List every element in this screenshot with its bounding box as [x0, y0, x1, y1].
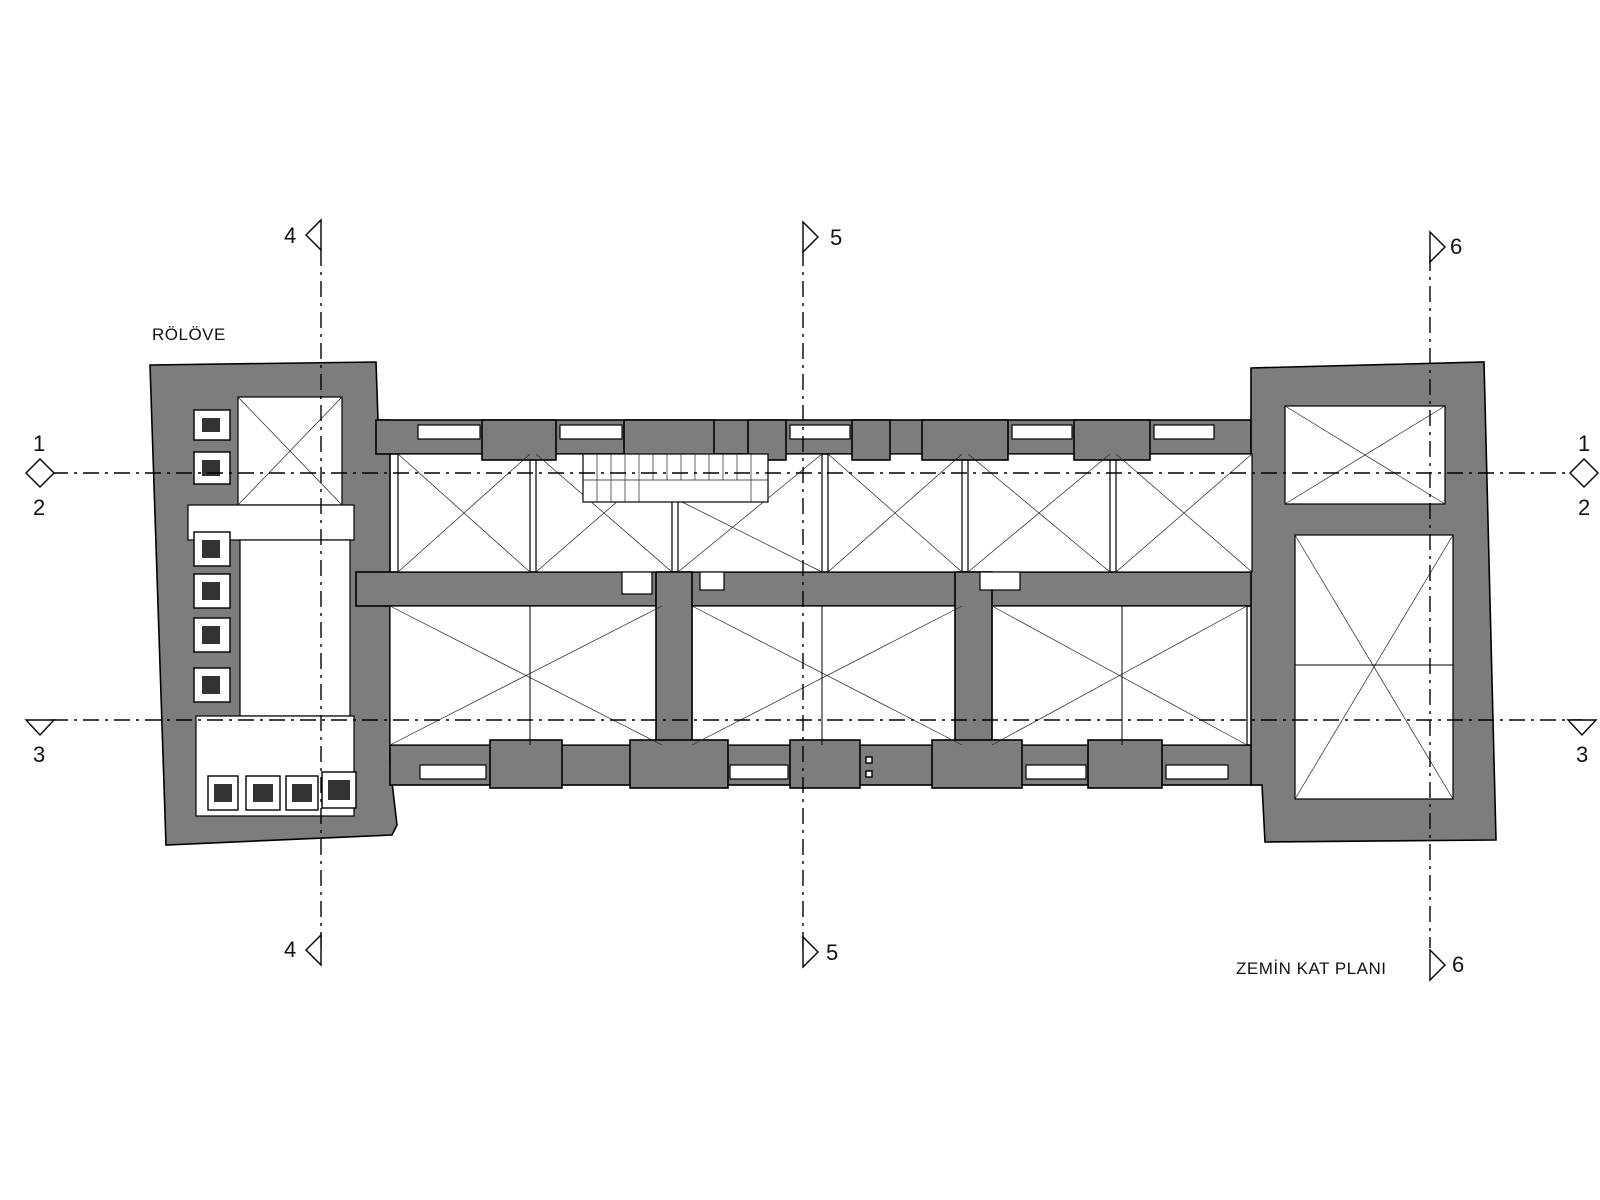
section-marker-1-2-right-diamond — [1569, 458, 1599, 488]
wc-stall — [193, 409, 231, 441]
north-window-1 — [417, 424, 481, 440]
section-marker-5-top-triangle — [802, 220, 819, 254]
pier-spine-gap-a — [621, 571, 653, 595]
section-marker-3-left-triangle — [24, 719, 56, 737]
socket-group — [865, 756, 873, 778]
beam-line-group — [529, 606, 1453, 745]
south-pier-3 — [789, 739, 861, 789]
north-window-3 — [789, 424, 851, 440]
section-marker-6-bottom-triangle — [1429, 948, 1446, 982]
section-marker-4-bottom: 4 — [284, 937, 296, 962]
south-window-1 — [419, 764, 487, 780]
wc-stall — [245, 775, 281, 811]
section-axis-group — [52, 250, 1582, 948]
section-marker-1-right: 1 — [1578, 431, 1590, 456]
section-marker-6-top-triangle — [1429, 230, 1446, 264]
section-marker-4-top: 4 — [284, 223, 296, 248]
section-marker-2-left: 2 — [33, 495, 45, 520]
pier-spine-gap-c — [979, 571, 1021, 591]
south-window-4 — [1165, 764, 1229, 780]
north-pier-5 — [921, 419, 1009, 461]
stair-treads — [583, 454, 768, 502]
wc-stall — [321, 771, 357, 809]
section-marker-6-bottom: 6 — [1452, 952, 1464, 977]
north-window-4 — [1011, 424, 1073, 440]
section-marker-5-bottom: 5 — [826, 940, 838, 965]
north-pier-6 — [1073, 419, 1151, 461]
spine-wall — [355, 571, 1262, 607]
north-window-2 — [559, 424, 623, 440]
north-pier-3 — [747, 419, 787, 461]
section-marker-2-right: 2 — [1578, 495, 1590, 520]
plan-title: ZEMİN KAT PLANI — [1236, 959, 1386, 978]
north-pier-4 — [851, 419, 891, 461]
wc-stall — [193, 617, 231, 653]
section-marker-3-right: 3 — [1576, 742, 1588, 767]
section-marker-3-right-triangle — [1566, 719, 1598, 737]
south-window-3 — [1025, 764, 1087, 780]
south-window-2 — [729, 764, 789, 780]
section-marker-6-top: 6 — [1450, 234, 1462, 259]
left-tower-room-mid — [239, 539, 351, 717]
pier-spine-gap-b — [699, 571, 725, 591]
section-marker-5-bottom-triangle — [802, 935, 819, 969]
north-pier-1 — [481, 419, 557, 461]
section-marker-3-left: 3 — [33, 742, 45, 767]
section-marker-4-bottom-triangle — [305, 933, 322, 967]
wc-stall — [285, 775, 319, 811]
section-marker-4-top-triangle — [305, 218, 322, 252]
section-marker-1-2-left-diamond — [25, 458, 55, 488]
wc-stall — [193, 451, 231, 485]
wc-stall — [193, 667, 231, 703]
wc-stall-group — [193, 409, 357, 811]
south-pier-5 — [1087, 739, 1163, 789]
wc-stall — [193, 531, 231, 567]
south-pier-1 — [489, 739, 563, 789]
section-marker-group: 1 2 1 2 3 3 4 4 5 5 6 6 — [24, 218, 1599, 982]
wc-stall — [207, 775, 239, 811]
survey-label: RÖLÖVE — [152, 325, 226, 344]
south-pier-4 — [931, 739, 1023, 789]
window-strip-group — [417, 424, 1229, 780]
stair — [582, 453, 769, 503]
section-marker-1-left: 1 — [33, 431, 45, 456]
south-pier-2 — [629, 739, 729, 789]
section-marker-5-top: 5 — [830, 225, 842, 250]
north-window-5 — [1153, 424, 1215, 440]
pier-group — [481, 419, 1163, 789]
wc-stall — [193, 573, 231, 609]
